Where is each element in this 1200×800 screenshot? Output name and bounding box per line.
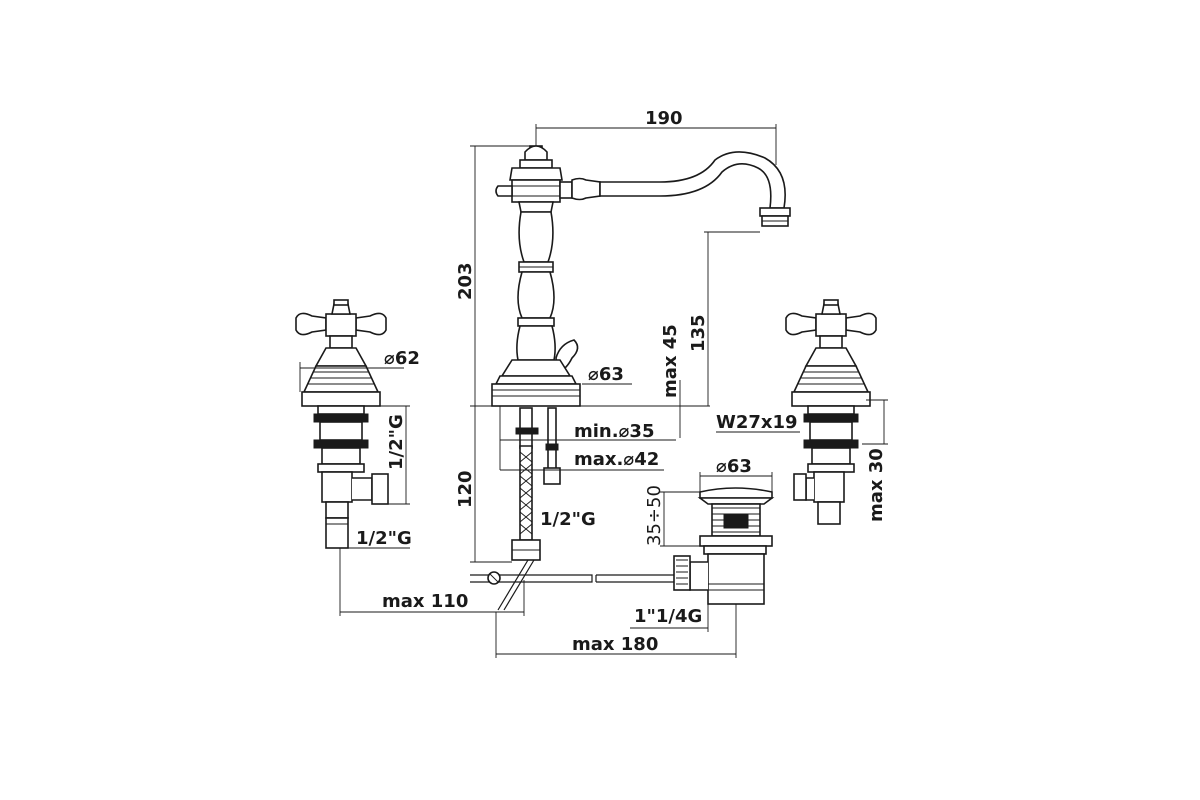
dimension-labels: 190 203 135 max 45 ⌀62 ⌀63 min.⌀35 max.⌀… — [356, 108, 887, 655]
dim-max-deck-thickness: max 45 — [660, 324, 681, 398]
dim-hole-min: min.⌀35 — [574, 421, 654, 442]
dim-thread-left: 1/2"G — [386, 414, 407, 470]
dim-drain-range: 35÷50 — [644, 485, 665, 546]
dim-spout-reach: 190 — [645, 108, 683, 129]
dim-max-right-spread: max 180 — [572, 634, 658, 655]
dim-max-right-deck: max 30 — [866, 448, 887, 522]
dim-hole-max: max.⌀42 — [574, 449, 659, 470]
dim-spout-height: 135 — [688, 314, 709, 352]
dimension-lines — [299, 124, 888, 658]
spout-assembly — [470, 145, 791, 611]
dim-below-deck: 120 — [455, 470, 476, 508]
dim-hose-thread: 1/2"G — [540, 509, 596, 530]
dim-drain-diameter: ⌀63 — [716, 456, 752, 477]
dim-valve-diameter: ⌀62 — [384, 348, 420, 369]
drain-assembly — [595, 487, 775, 605]
dim-drain-thread: 1"1/4G — [634, 606, 702, 627]
dim-max-left-spread: max 110 — [382, 591, 468, 612]
dim-spout-base-diameter: ⌀63 — [588, 364, 624, 385]
dim-valve-nut: W27x19 — [716, 412, 798, 433]
dim-total-height: 203 — [455, 262, 476, 300]
right-valve — [785, 299, 877, 525]
left-valve — [295, 299, 389, 549]
dim-thread-left-bottom: 1/2"G — [356, 528, 412, 549]
